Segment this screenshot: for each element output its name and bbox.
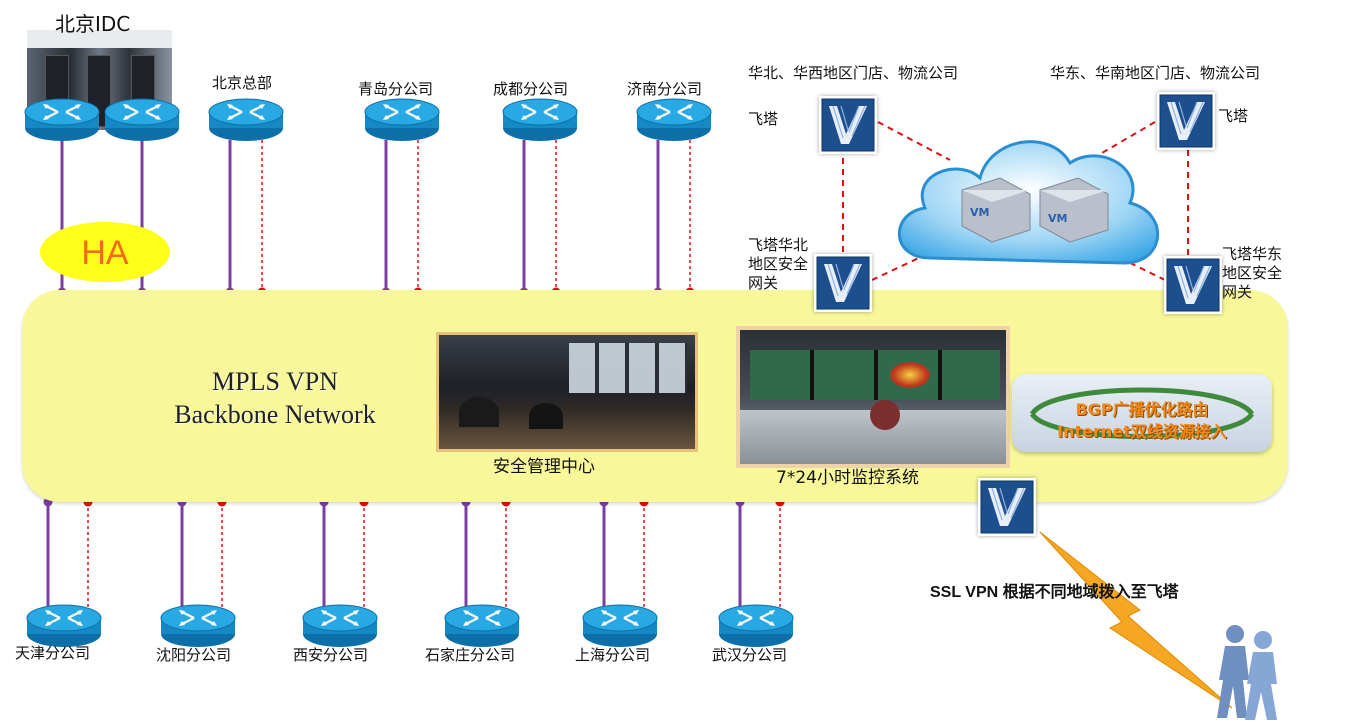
router-idc-2 <box>104 96 180 142</box>
router-chengdu <box>502 96 578 142</box>
monitor-label: 7*24小时监控系统 <box>776 468 919 488</box>
router-qingdao <box>364 96 440 142</box>
router-jinan <box>636 96 712 142</box>
site-label-qingdao: 青岛分公司 <box>358 80 434 98</box>
site-label-chengdu: 成都分公司 <box>493 80 569 98</box>
svg-text:VM: VM <box>1048 212 1067 225</box>
site-label-tianjin: 天津分公司 <box>15 644 91 662</box>
east-gateway-label: 飞塔华东地区安全网关 <box>1222 245 1283 301</box>
ssl-vpn-label: SSL VPN 根据不同地域拨入至飞塔 <box>930 584 1179 601</box>
cloud-links <box>842 121 1189 281</box>
monitor-photo <box>736 326 1010 468</box>
fortigate-east-gateway-icon <box>1164 256 1222 314</box>
bgp-arrow-icon <box>1029 387 1255 439</box>
bgp-internet-box: BGP广播优化路由 Internet双线资源接入 <box>1012 374 1272 452</box>
router-beijing-hq <box>208 96 284 142</box>
vm-box-2: VM <box>1039 177 1109 243</box>
router-idc-1 <box>24 96 100 142</box>
fortigate-north-icon <box>819 96 877 154</box>
remote-users-icon <box>1217 625 1277 720</box>
router-shanghai <box>582 602 658 648</box>
east-region-label: 华东、华南地区门店、物流公司 <box>1050 64 1261 82</box>
vm-box-1: VM <box>961 177 1031 243</box>
idc-label: 北京IDC <box>55 12 131 36</box>
site-label-shanghai: 上海分公司 <box>575 646 651 664</box>
fortigate-north-gateway-icon <box>814 254 872 312</box>
bgp-line1: BGP广播优化路由 <box>1075 400 1209 419</box>
site-label-shenyang: 沈阳分公司 <box>156 646 232 664</box>
fortigate-ssl-icon <box>978 478 1036 536</box>
lightning-bolt <box>1039 531 1233 709</box>
backbone-title-line1: MPLS VPN <box>212 367 338 396</box>
site-label-xian: 西安分公司 <box>293 646 369 664</box>
soc-label: 安全管理中心 <box>493 457 595 477</box>
north-region-label: 华北、华西地区门店、物流公司 <box>748 64 959 82</box>
site-label-jinan: 济南分公司 <box>627 80 703 98</box>
backbone-title-line2: Backbone Network <box>174 400 376 429</box>
fortigate-label-north: 飞塔 <box>748 110 779 128</box>
bgp-line2: Internet双线资源接入 <box>1057 422 1227 441</box>
ha-badge: HA <box>40 222 170 282</box>
fortigate-label-east: 飞塔 <box>1218 107 1249 125</box>
soc-photo <box>436 332 698 452</box>
router-xian <box>302 602 378 648</box>
site-label-shijiazhuang: 石家庄分公司 <box>425 646 516 664</box>
site-label-wuhan: 武汉分公司 <box>712 646 788 664</box>
router-shijiazhuang <box>444 602 520 648</box>
svg-text:VM: VM <box>970 206 989 219</box>
router-wuhan <box>718 602 794 648</box>
router-tianjin <box>26 602 102 648</box>
router-shenyang <box>160 602 236 648</box>
cloud-shape: VM VM <box>897 140 1159 265</box>
backbone-title: MPLS VPN Backbone Network <box>150 365 400 431</box>
fortigate-east-icon <box>1157 92 1215 150</box>
ha-label: HA <box>81 234 129 272</box>
site-label-beijing-hq: 北京总部 <box>212 74 273 92</box>
north-gateway-label: 飞塔华北地区安全网关 <box>748 236 809 292</box>
